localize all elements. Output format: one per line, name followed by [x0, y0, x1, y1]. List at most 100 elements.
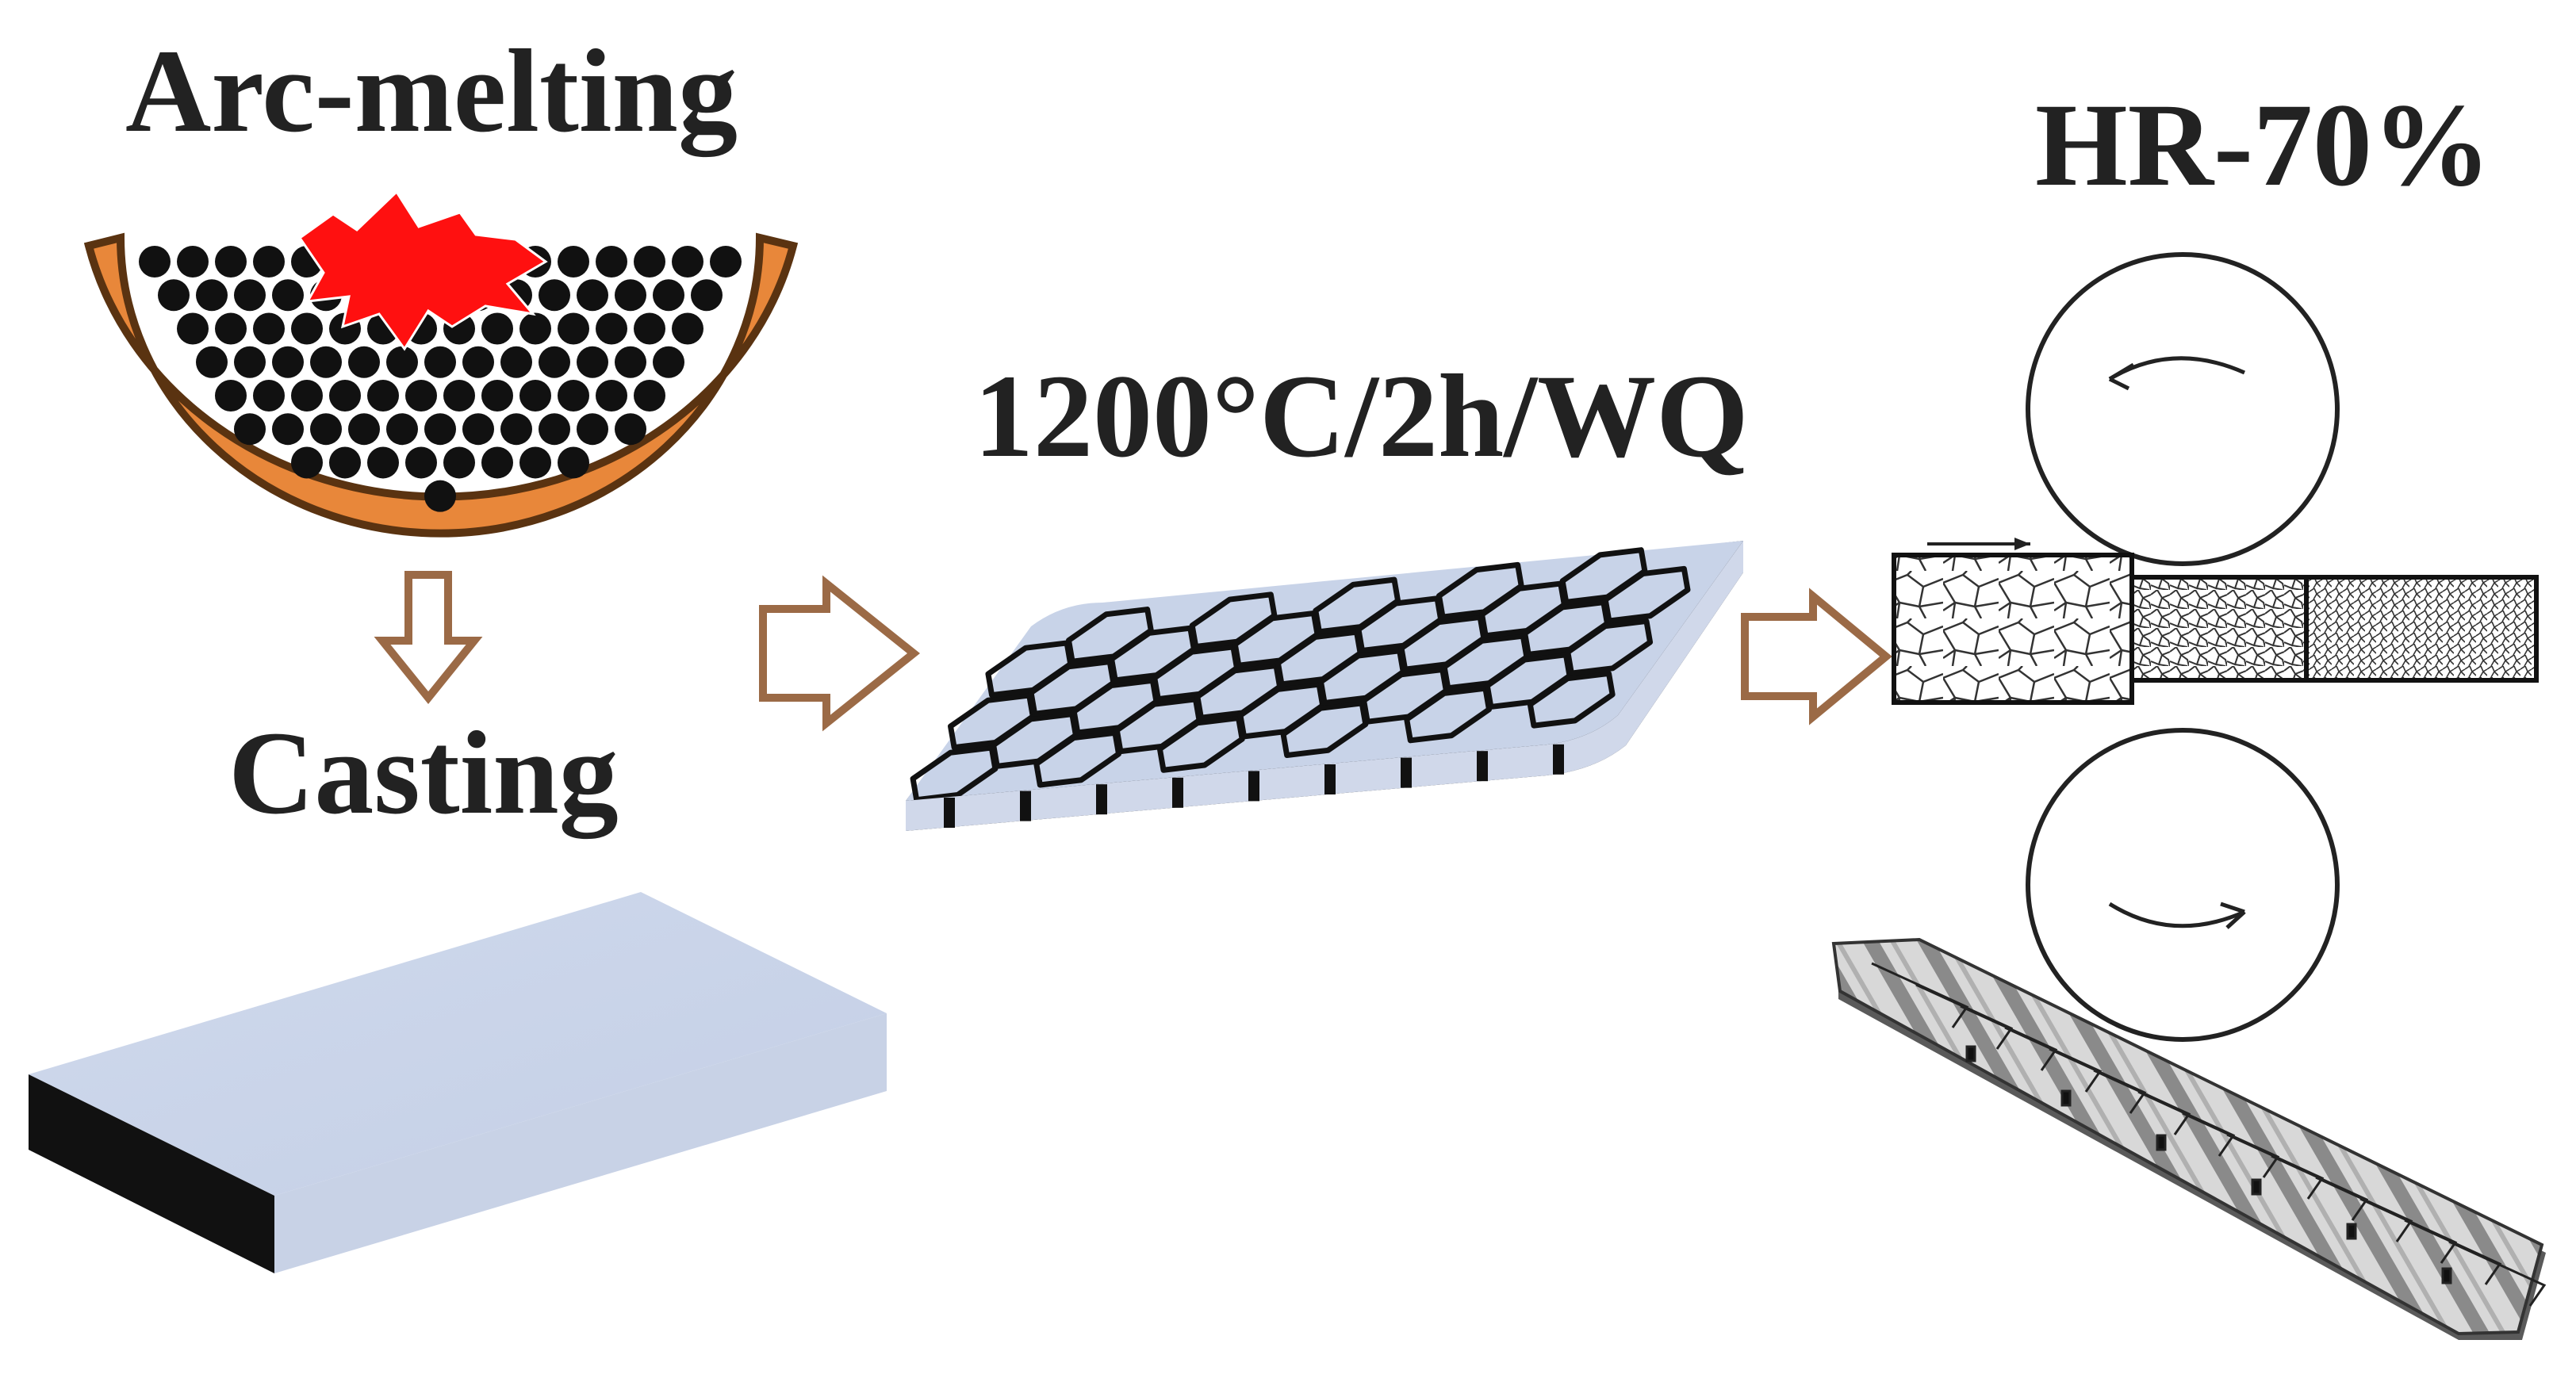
particle: [462, 413, 494, 446]
grain: [1565, 618, 1654, 676]
step-label-casting: Casting: [228, 707, 619, 839]
step-label-hot-rolling: HR-70%: [2035, 79, 2491, 211]
particle: [177, 312, 209, 345]
particle: [558, 446, 589, 479]
particle: [443, 379, 475, 412]
particle: [367, 446, 399, 479]
particle: [615, 346, 646, 378]
rolled-tick: [2251, 1178, 2262, 1196]
grain-tick: [1248, 771, 1259, 802]
particle: [519, 446, 551, 479]
lower-roller: [2026, 728, 2340, 1042]
particle: [424, 346, 456, 378]
rolled-tick: [2156, 1134, 2167, 1151]
rotation-arrow-icon: [2108, 902, 2246, 928]
step-label-annealing: 1200°C/2h/WQ: [974, 350, 1749, 482]
particle: [672, 312, 703, 345]
rolled-tick: [2060, 1089, 2072, 1107]
particle: [348, 346, 380, 378]
particle: [672, 246, 703, 278]
grain: [1602, 565, 1691, 624]
grain-tick: [1020, 791, 1031, 821]
particle: [405, 379, 437, 412]
rolled-tick: [2441, 1267, 2452, 1284]
grain-tick: [1553, 744, 1564, 775]
right-arrow-icon: [759, 575, 921, 732]
particle: [500, 346, 532, 378]
grain-tick: [1096, 784, 1107, 815]
particle: [519, 379, 551, 412]
particle: [177, 246, 209, 278]
particle: [615, 413, 646, 446]
particle: [234, 346, 266, 378]
particle: [481, 312, 513, 345]
particle: [462, 346, 494, 378]
particle: [291, 446, 323, 479]
particle: [481, 379, 513, 412]
particle: [215, 312, 247, 345]
particle: [539, 346, 570, 378]
grain-tick: [1324, 764, 1336, 794]
particle: [596, 312, 627, 345]
particle: [272, 346, 304, 378]
particle: [596, 246, 627, 278]
particle: [481, 446, 513, 479]
grain-tick: [1477, 751, 1488, 782]
particle: [253, 379, 285, 412]
particle: [196, 279, 228, 312]
particle: [253, 246, 285, 278]
rolled-grain-boundary: [2448, 1240, 2547, 1307]
particle: [691, 279, 723, 312]
particle: [139, 246, 171, 278]
rolling-mill: [1892, 252, 2539, 1042]
particle: [424, 413, 456, 446]
grain: [1527, 670, 1616, 729]
feed-direction-icon: [2014, 538, 2030, 550]
grain-boundary-ticks: [944, 744, 1564, 828]
particle: [558, 312, 589, 345]
particle: [329, 446, 361, 479]
particle: [253, 312, 285, 345]
particle: [329, 379, 361, 412]
arc-flash-icon: [297, 189, 548, 351]
particle: [310, 346, 342, 378]
particle: [443, 446, 475, 479]
particle: [196, 346, 228, 378]
particle: [577, 279, 608, 312]
particle: [386, 413, 418, 446]
particle: [615, 279, 646, 312]
rotation-arrowhead-icon: [2220, 902, 2246, 929]
particle: [519, 312, 551, 345]
cast-slab: [29, 892, 887, 1273]
particle: [310, 413, 342, 446]
particle: [367, 379, 399, 412]
particle: [577, 346, 608, 378]
grain-pattern: [910, 547, 1691, 803]
step-label-arc-melting: Arc-melting: [125, 25, 738, 157]
particle: [348, 413, 380, 446]
particle: [710, 246, 742, 278]
particle: [539, 279, 570, 312]
particle: [291, 312, 323, 345]
grain-tick: [1172, 777, 1183, 808]
rolled-strip: [2304, 575, 2539, 683]
particle: [158, 279, 190, 312]
particle: [500, 413, 532, 446]
rotation-arrowhead-icon: [2108, 362, 2135, 391]
particle: [634, 312, 665, 345]
upper-roller: [2026, 252, 2340, 566]
particle: [653, 279, 684, 312]
particle: [634, 246, 665, 278]
rolled-plate: [1831, 937, 2547, 1340]
grain-tick: [944, 798, 955, 828]
particle: [215, 379, 247, 412]
rolled-tick: [2346, 1223, 2357, 1240]
particle: [386, 346, 418, 378]
particle: [405, 446, 437, 479]
particle: [234, 413, 266, 446]
incoming-strip: [1892, 553, 2134, 705]
down-arrow-icon: [374, 571, 483, 704]
particle: [596, 379, 627, 412]
